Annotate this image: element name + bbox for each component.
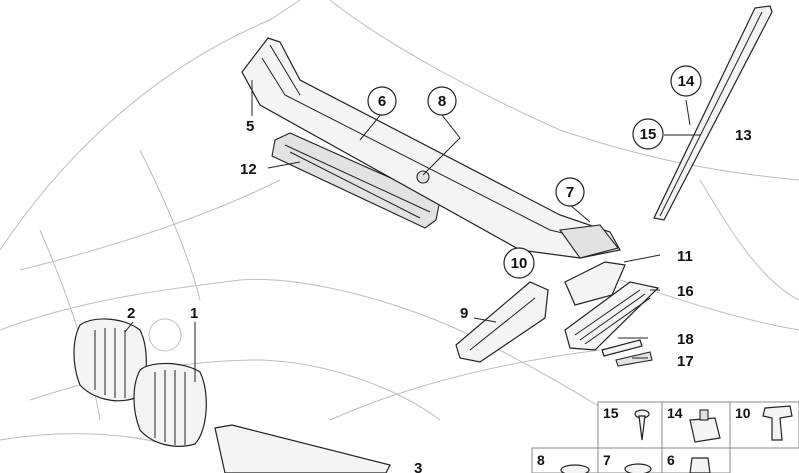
label-9: 9 xyxy=(460,305,468,322)
part-3-lower-trim xyxy=(214,424,391,473)
part-5-cowl-panel xyxy=(241,37,621,259)
part-9-air-duct xyxy=(455,281,549,363)
part-7-end-cap xyxy=(559,224,619,259)
callout-6: 6 xyxy=(367,86,397,116)
label-1: 1 xyxy=(190,305,198,322)
plug-icon xyxy=(689,457,711,473)
label-5: 5 xyxy=(246,118,254,135)
push-clip-icon xyxy=(762,405,793,441)
label-18: 18 xyxy=(677,331,694,348)
table-label-15: 15 xyxy=(603,405,619,421)
table-label-14: 14 xyxy=(667,405,683,421)
table-label-7: 7 xyxy=(603,452,611,468)
clip-nut-icon xyxy=(689,409,721,443)
part-16-side-grille xyxy=(564,281,660,351)
screw-icon xyxy=(634,409,650,441)
label-16: 16 xyxy=(677,283,694,300)
part-13-seal-strip xyxy=(653,5,773,221)
label-12: 12 xyxy=(240,161,257,178)
callout-8: 8 xyxy=(427,86,457,116)
label-8: 8 xyxy=(438,93,446,110)
label-2: 2 xyxy=(127,305,135,322)
callout-7: 7 xyxy=(555,177,585,207)
washer-icon xyxy=(560,464,590,473)
table-label-8: 8 xyxy=(537,452,545,468)
callout-14: 14 xyxy=(670,65,702,97)
grommet-icon xyxy=(624,463,652,473)
table-label-10: 10 xyxy=(735,405,751,421)
label-10: 10 xyxy=(511,255,528,272)
part-12-filter-panel xyxy=(271,132,441,229)
label-3: 3 xyxy=(414,460,422,473)
part-1-right-kidney-grille xyxy=(133,362,207,447)
label-17: 17 xyxy=(677,353,694,370)
fastener-table: 15 14 10 8 7 6 xyxy=(531,401,799,473)
callout-15: 15 xyxy=(632,118,664,150)
label-15: 15 xyxy=(640,126,657,143)
part-11-bracket xyxy=(564,261,626,306)
callout-10: 10 xyxy=(503,247,535,279)
label-6: 6 xyxy=(378,93,386,110)
label-14: 14 xyxy=(678,73,695,90)
leader-lines xyxy=(124,80,700,382)
parts-17-18-emblems xyxy=(601,339,653,367)
label-7: 7 xyxy=(566,184,574,201)
table-label-6: 6 xyxy=(667,452,675,468)
label-11: 11 xyxy=(677,248,693,265)
label-13: 13 xyxy=(735,127,752,144)
